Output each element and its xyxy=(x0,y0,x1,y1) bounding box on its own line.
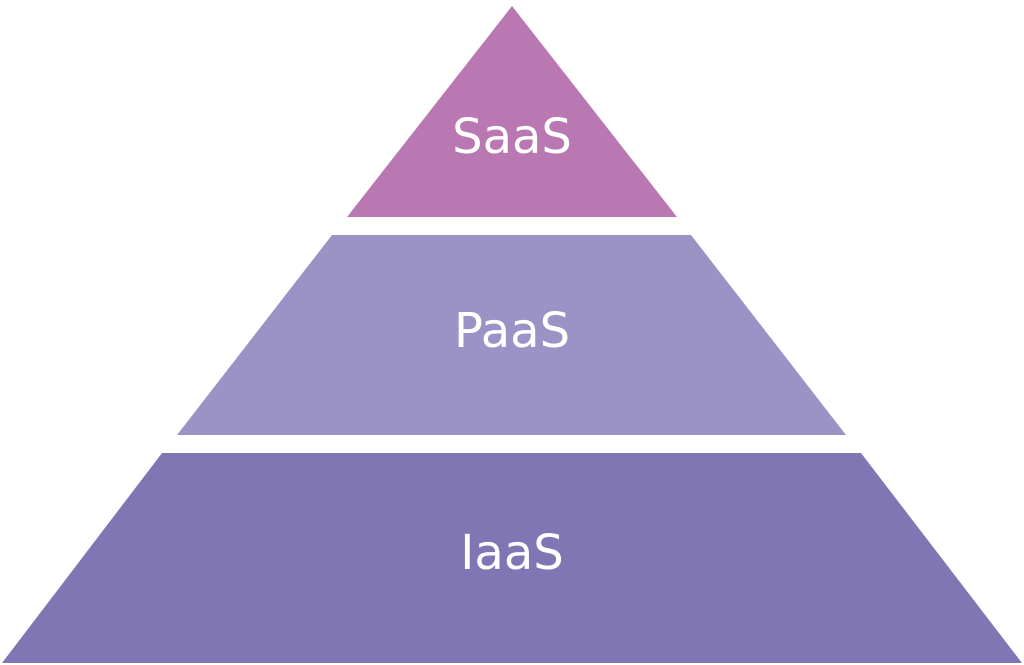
tier-iaas-shape xyxy=(2,453,1022,663)
tier-iaas-label: IaaS xyxy=(460,525,563,581)
tier-paas-label: PaaS xyxy=(454,303,570,359)
tier-paas-shape xyxy=(177,235,846,435)
tier-saas-label: SaaS xyxy=(452,109,572,165)
tier-saas-shape xyxy=(347,6,677,217)
tier-saas: SaaS xyxy=(347,6,677,217)
tier-iaas: IaaS xyxy=(2,453,1022,663)
tier-paas: PaaS xyxy=(177,235,846,435)
